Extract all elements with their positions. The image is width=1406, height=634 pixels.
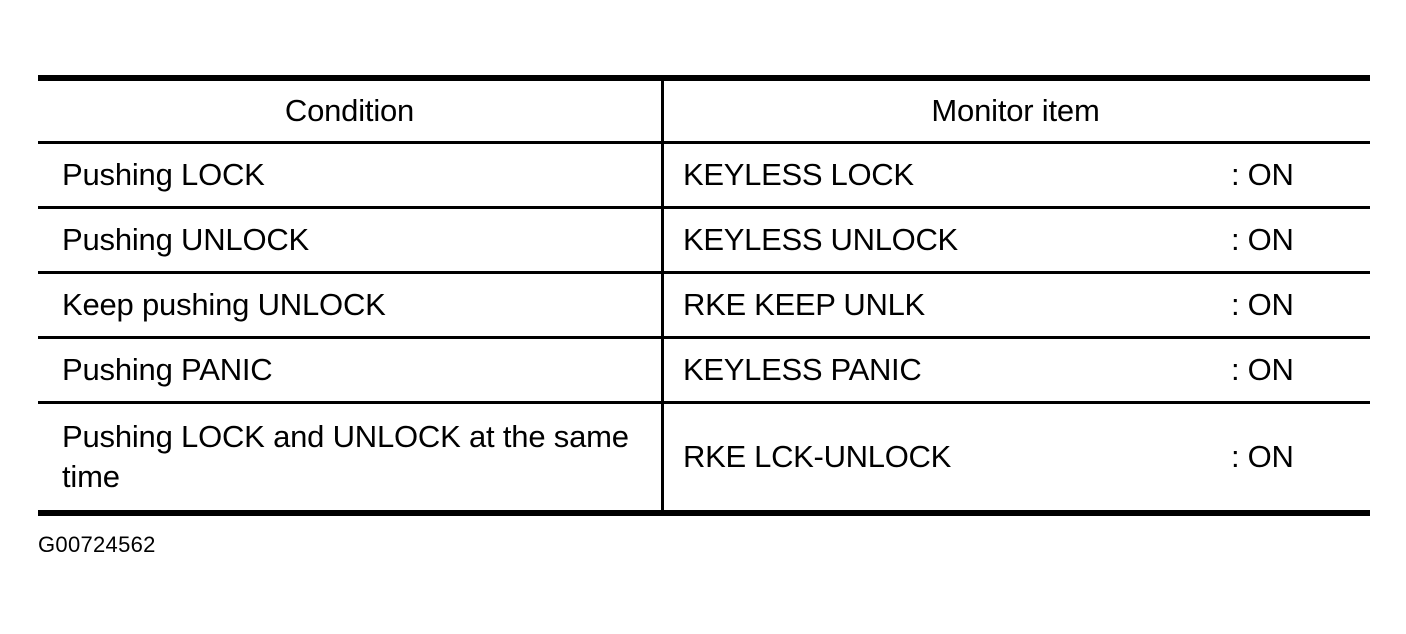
monitor-item-text: KEYLESS UNLOCK bbox=[683, 222, 958, 258]
cell-condition: Keep pushing UNLOCK bbox=[38, 274, 661, 336]
monitor-item-text: RKE LCK-UNLOCK bbox=[683, 439, 951, 475]
row-divider bbox=[38, 271, 1370, 274]
table-header-row: Condition Monitor item bbox=[38, 81, 1370, 141]
figure-caption: G00724562 bbox=[38, 532, 156, 557]
cell-monitor-item: RKE LCK-UNLOCK : ON bbox=[661, 404, 1370, 510]
cell-monitor-item: KEYLESS PANIC : ON bbox=[661, 339, 1370, 401]
column-header-condition: Condition bbox=[284, 92, 415, 128]
table-row: Pushing LOCK and UNLOCK at the same time… bbox=[38, 404, 1370, 510]
header-cell-condition: Condition bbox=[38, 81, 661, 141]
monitor-item-text: KEYLESS LOCK bbox=[683, 157, 914, 193]
condition-text: Pushing LOCK bbox=[62, 157, 265, 193]
cell-monitor-item: RKE KEEP UNLK : ON bbox=[661, 274, 1370, 336]
table-body: Condition Monitor item Pushing LOCK KEYL… bbox=[38, 81, 1370, 510]
row-divider bbox=[38, 401, 1370, 404]
header-cell-monitor-item: Monitor item bbox=[661, 81, 1370, 141]
table-bottom-border bbox=[38, 510, 1370, 516]
table-row: Pushing PANIC KEYLESS PANIC : ON bbox=[38, 339, 1370, 401]
monitor-item-text: RKE KEEP UNLK bbox=[683, 287, 925, 323]
monitor-item-text: KEYLESS PANIC bbox=[683, 352, 922, 388]
cell-monitor-item: KEYLESS UNLOCK : ON bbox=[661, 209, 1370, 271]
condition-text: Pushing PANIC bbox=[62, 352, 273, 388]
condition-text: Pushing UNLOCK bbox=[62, 222, 310, 258]
cell-condition: Pushing LOCK bbox=[38, 144, 661, 206]
table-row: Pushing UNLOCK KEYLESS UNLOCK : ON bbox=[38, 209, 1370, 271]
monitor-item-value: : ON bbox=[1231, 157, 1294, 193]
cell-monitor-item: KEYLESS LOCK : ON bbox=[661, 144, 1370, 206]
row-divider bbox=[38, 336, 1370, 339]
column-header-monitor-item: Monitor item bbox=[931, 92, 1100, 128]
cell-condition: Pushing UNLOCK bbox=[38, 209, 661, 271]
condition-text: Keep pushing UNLOCK bbox=[62, 287, 386, 323]
table-top-border bbox=[38, 75, 1370, 81]
table-row: Pushing LOCK KEYLESS LOCK : ON bbox=[38, 144, 1370, 206]
monitor-item-value: : ON bbox=[1231, 222, 1294, 258]
row-divider bbox=[38, 206, 1370, 209]
monitor-item-value: : ON bbox=[1231, 287, 1294, 323]
row-divider bbox=[38, 141, 1370, 144]
table-row: Keep pushing UNLOCK RKE KEEP UNLK : ON bbox=[38, 274, 1370, 336]
monitor-item-table: Condition Monitor item Pushing LOCK KEYL… bbox=[38, 75, 1370, 516]
cell-condition: Pushing LOCK and UNLOCK at the same time bbox=[38, 404, 661, 510]
cell-condition: Pushing PANIC bbox=[38, 339, 661, 401]
condition-text: Pushing LOCK and UNLOCK at the same time bbox=[62, 419, 629, 494]
monitor-item-value: : ON bbox=[1231, 352, 1294, 388]
monitor-item-value: : ON bbox=[1231, 439, 1294, 475]
